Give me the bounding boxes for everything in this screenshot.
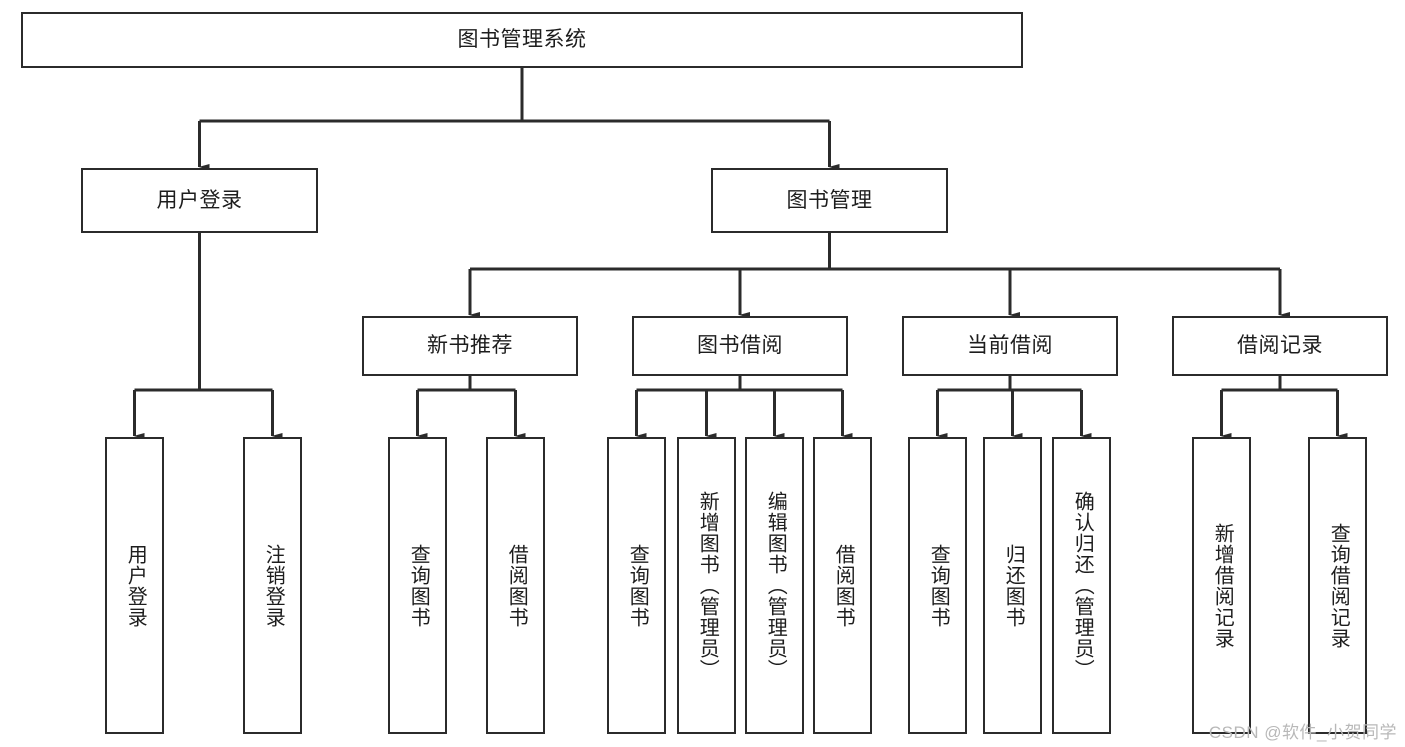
node-leaf-query-book-1[interactable]: 查询图书 (388, 437, 447, 734)
node-leaf-query-book-2[interactable]: 查询图书 (607, 437, 666, 734)
node-leaf-user-logout[interactable]: 注销登录 (243, 437, 302, 734)
node-label: 当前借阅 (967, 334, 1053, 358)
node-book-manage[interactable]: 图书管理 (711, 168, 948, 233)
node-current-borrow[interactable]: 当前借阅 (902, 316, 1118, 376)
node-new-book-rec[interactable]: 新书推荐 (362, 316, 578, 376)
node-label: 用户登录 (124, 543, 147, 628)
node-leaf-add-book[interactable]: 新增图书（管理员） (677, 437, 736, 734)
node-label: 查询图书 (626, 543, 649, 628)
node-label: 编辑图书（管理员） (764, 491, 787, 680)
node-label: 查询图书 (407, 543, 430, 628)
node-label: 图书管理 (786, 188, 873, 212)
node-label: 查询借阅记录 (1327, 522, 1350, 649)
node-label: 借阅记录 (1237, 334, 1323, 358)
node-label: 用户登录 (156, 188, 243, 212)
node-leaf-borrow-book-1[interactable]: 借阅图书 (486, 437, 545, 734)
node-leaf-edit-book[interactable]: 编辑图书（管理员） (745, 437, 804, 734)
edge-group (133, 68, 1348, 439)
node-label: 图书管理系统 (457, 28, 587, 52)
node-leaf-confirm-return[interactable]: 确认归还（管理员） (1052, 437, 1111, 734)
node-label: 新增借阅记录 (1211, 522, 1234, 649)
node-label: 注销登录 (262, 543, 285, 628)
node-leaf-borrow-book-2[interactable]: 借阅图书 (813, 437, 872, 734)
node-root[interactable]: 图书管理系统 (21, 12, 1023, 68)
node-leaf-return-book[interactable]: 归还图书 (983, 437, 1042, 734)
node-label: 借阅图书 (505, 543, 528, 628)
node-borrow-record[interactable]: 借阅记录 (1172, 316, 1388, 376)
node-label: 图书借阅 (697, 334, 783, 358)
node-label: 确认归还（管理员） (1071, 491, 1094, 680)
node-label: 新书推荐 (427, 334, 513, 358)
node-leaf-query-book-3[interactable]: 查询图书 (908, 437, 967, 734)
node-label: 借阅图书 (832, 543, 855, 628)
node-label: 新增图书（管理员） (696, 491, 719, 680)
node-leaf-query-record[interactable]: 查询借阅记录 (1308, 437, 1367, 734)
node-leaf-add-record[interactable]: 新增借阅记录 (1192, 437, 1251, 734)
node-label: 归还图书 (1002, 543, 1025, 628)
node-leaf-user-login[interactable]: 用户登录 (105, 437, 164, 734)
node-book-borrow[interactable]: 图书借阅 (632, 316, 848, 376)
node-user-login[interactable]: 用户登录 (81, 168, 318, 233)
node-label: 查询图书 (927, 543, 950, 628)
